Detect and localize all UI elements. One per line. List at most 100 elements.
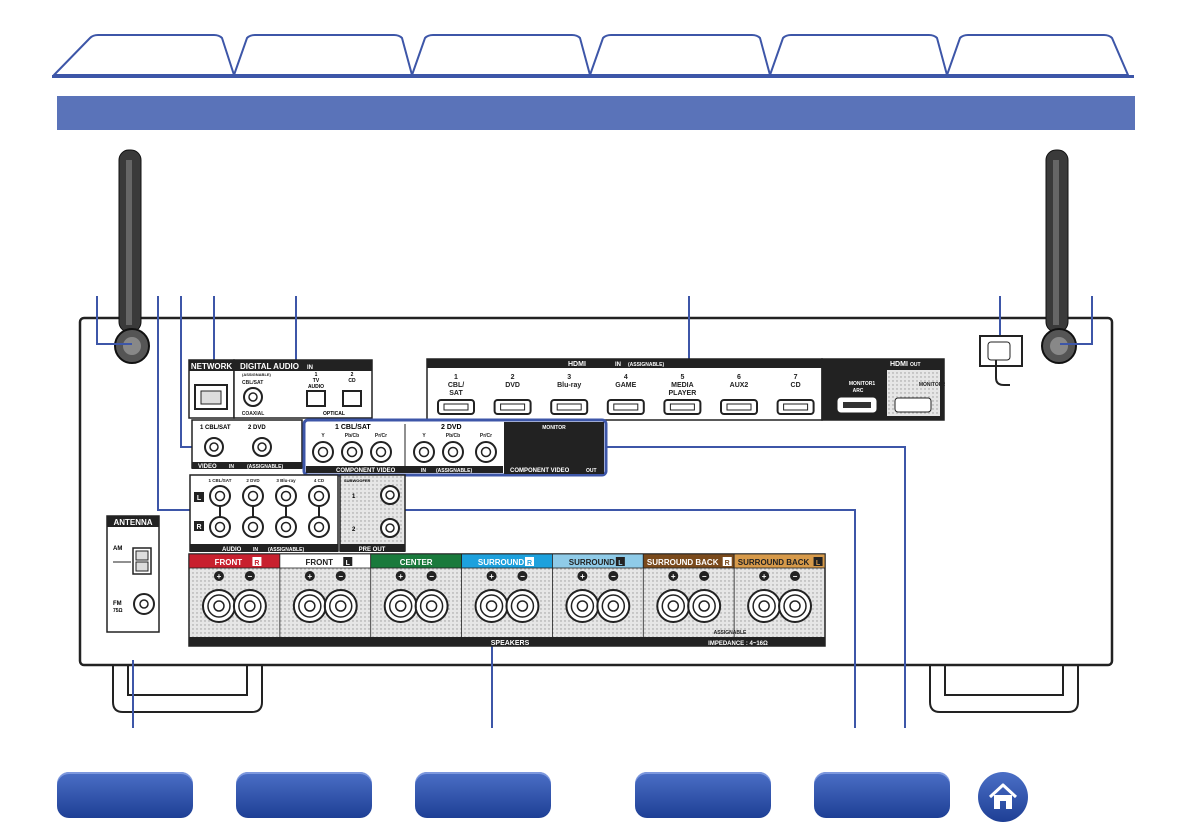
terminal-core bbox=[576, 600, 589, 612]
svg-text:OUT: OUT bbox=[586, 468, 597, 474]
component-jack-label: Pb/Cb bbox=[345, 433, 359, 439]
rear-panel-illustration: NETWORK DIGITAL AUDIO IN (ASSIGNABLE) CB… bbox=[78, 149, 1114, 728]
svg-text:2 DVD: 2 DVD bbox=[248, 425, 266, 431]
hdmi-port-inner bbox=[556, 403, 582, 411]
audio-in-l-jack-1-center bbox=[214, 490, 226, 502]
svg-text:AUDIO: AUDIO bbox=[308, 384, 324, 390]
hdmi-in-label: MEDIA bbox=[671, 382, 694, 389]
ac-inlet bbox=[979, 335, 1023, 386]
bottom-nav-button-3[interactable] bbox=[415, 772, 551, 818]
tab-4[interactable] bbox=[588, 34, 772, 76]
svg-text:IN: IN bbox=[307, 365, 313, 371]
bottom-nav-button-2[interactable] bbox=[236, 772, 372, 818]
bottom-nav-button-1[interactable] bbox=[57, 772, 193, 818]
tab-6[interactable] bbox=[945, 34, 1130, 76]
network-section: NETWORK bbox=[188, 359, 235, 419]
polarity-plus-icon bbox=[759, 571, 770, 581]
polarity-plus-icon bbox=[395, 571, 406, 581]
svg-text:75Ω: 75Ω bbox=[113, 608, 123, 614]
svg-text:COAXIAL: COAXIAL bbox=[242, 411, 265, 417]
speaker-side-label: R bbox=[527, 560, 532, 567]
tab-2[interactable] bbox=[232, 34, 414, 76]
digital-audio-section: DIGITAL AUDIO IN (ASSIGNABLE) CBL/SAT CO… bbox=[233, 359, 373, 419]
hdmi-port-inner bbox=[500, 403, 526, 411]
polarity-plus-sign: + bbox=[217, 572, 222, 581]
component-jack-label: Pr/Cr bbox=[480, 433, 492, 439]
optical-port-1[interactable] bbox=[306, 390, 326, 407]
svg-text:PRE OUT: PRE OUT bbox=[359, 547, 386, 553]
svg-text:CD: CD bbox=[348, 378, 356, 384]
polarity-plus-sign: + bbox=[308, 572, 313, 581]
bottom-nav-button-4[interactable] bbox=[635, 772, 771, 818]
pre-out-section: SUBWOOFER 1 2 PRE OUT bbox=[339, 474, 406, 553]
speaker-channel-label: SURROUND BACK bbox=[647, 558, 719, 567]
hdmi-in-section: HDMI IN (ASSIGNABLE) 1CBL/SAT2DVD3Blu-ra… bbox=[426, 358, 823, 421]
svg-text:IN: IN bbox=[253, 547, 258, 553]
terminal-core bbox=[244, 600, 256, 612]
speaker-channel-label: SURROUND bbox=[478, 558, 524, 567]
speaker-side-label: L bbox=[816, 560, 821, 567]
hdmi-port-inner bbox=[726, 403, 752, 411]
terminal-core bbox=[698, 600, 710, 612]
svg-text:OUT: OUT bbox=[910, 362, 921, 368]
component-jack-label: Pb/Cb bbox=[446, 433, 460, 439]
audio-in-r-jack-4-center bbox=[313, 521, 325, 533]
svg-text:(ASSIGNABLE): (ASSIGNABLE) bbox=[247, 464, 283, 470]
polarity-minus-sign: − bbox=[520, 572, 525, 581]
speaker-channel-label: SURROUND BACK bbox=[738, 558, 810, 567]
terminal-core bbox=[667, 600, 680, 612]
svg-text:1: 1 bbox=[315, 372, 318, 378]
svg-text:TV: TV bbox=[313, 378, 320, 384]
svg-text:HDMI: HDMI bbox=[568, 361, 586, 368]
terminal-core bbox=[516, 600, 529, 612]
component-in-jack-6-center bbox=[480, 446, 492, 458]
hdmi-port-inner bbox=[669, 403, 695, 411]
svg-text:2: 2 bbox=[352, 527, 356, 533]
terminal-core bbox=[789, 600, 801, 612]
component-video-section: 1 CBL/SAT 2 DVD YPb/CbPr/CrYPb/CbPr/CrYP… bbox=[302, 418, 608, 477]
hdmi-port-inner bbox=[613, 403, 639, 411]
svg-text:COMPONENT VIDEO: COMPONENT VIDEO bbox=[510, 468, 570, 474]
svg-text:COMPONENT VIDEO: COMPONENT VIDEO bbox=[336, 468, 396, 474]
video-in-section: 1 CBL/SAT 2 DVD VIDEO IN (ASSIGNABLE) bbox=[191, 419, 303, 470]
chapter-tabs bbox=[52, 34, 1130, 76]
hdmi-in-number: 6 bbox=[737, 374, 741, 381]
tab-5[interactable] bbox=[768, 34, 949, 76]
terminal-core bbox=[213, 600, 225, 612]
section-title-bar bbox=[57, 96, 1135, 130]
hdmi-in-number: 4 bbox=[624, 374, 628, 381]
home-button[interactable] bbox=[978, 772, 1028, 822]
audio-in-l-jack-2-center bbox=[247, 490, 259, 502]
antenna-section: ANTENNA AM FM 75Ω bbox=[106, 515, 160, 633]
bottom-nav-button-5[interactable] bbox=[814, 772, 950, 818]
hdmi-in-label: SAT bbox=[449, 390, 463, 397]
polarity-minus-sign: − bbox=[338, 572, 343, 581]
svg-text:VIDEO: VIDEO bbox=[198, 464, 217, 470]
svg-text:IN: IN bbox=[229, 464, 234, 470]
tab-1[interactable] bbox=[52, 34, 236, 76]
speaker-channel-label: FRONT bbox=[306, 558, 334, 567]
polarity-minus-icon bbox=[335, 571, 346, 581]
polarity-plus-sign: + bbox=[489, 572, 494, 581]
terminal-core bbox=[334, 600, 347, 612]
terminal-core bbox=[304, 600, 316, 612]
speaker-side-label: R bbox=[254, 560, 259, 567]
polarity-minus-icon bbox=[244, 571, 255, 581]
svg-text:SPEAKERS: SPEAKERS bbox=[491, 640, 530, 647]
speaker-side-badge bbox=[525, 557, 534, 566]
polarity-plus-icon bbox=[304, 571, 315, 581]
component-jack-label: Y bbox=[422, 433, 426, 439]
audio-in-label: 2 DVD bbox=[246, 478, 260, 483]
hdmi-out-monitor2-port[interactable] bbox=[894, 397, 932, 413]
audio-in-r-jack-1-center bbox=[214, 521, 226, 533]
polarity-plus-icon bbox=[213, 571, 224, 581]
terminal-core bbox=[485, 600, 498, 612]
optical-port-2[interactable] bbox=[342, 390, 362, 407]
svg-text:HDMI: HDMI bbox=[890, 361, 908, 368]
hdmi-in-number: 2 bbox=[511, 374, 515, 381]
svg-text:1 CBL/SAT: 1 CBL/SAT bbox=[200, 425, 231, 431]
svg-text:AUDIO: AUDIO bbox=[222, 547, 242, 553]
tab-3[interactable] bbox=[410, 34, 592, 76]
svg-text:ARC: ARC bbox=[853, 388, 864, 394]
